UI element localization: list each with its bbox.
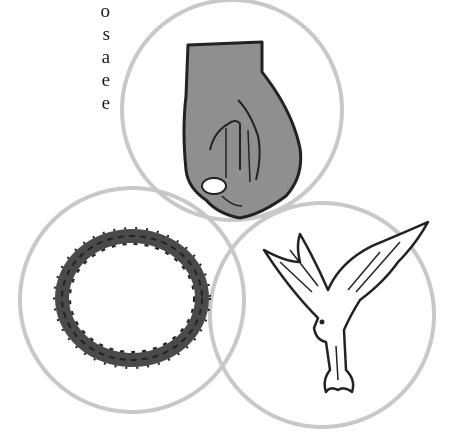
hand-icon <box>184 42 301 218</box>
dove-icon <box>264 222 428 392</box>
crown-of-thorns-icon <box>54 228 210 368</box>
